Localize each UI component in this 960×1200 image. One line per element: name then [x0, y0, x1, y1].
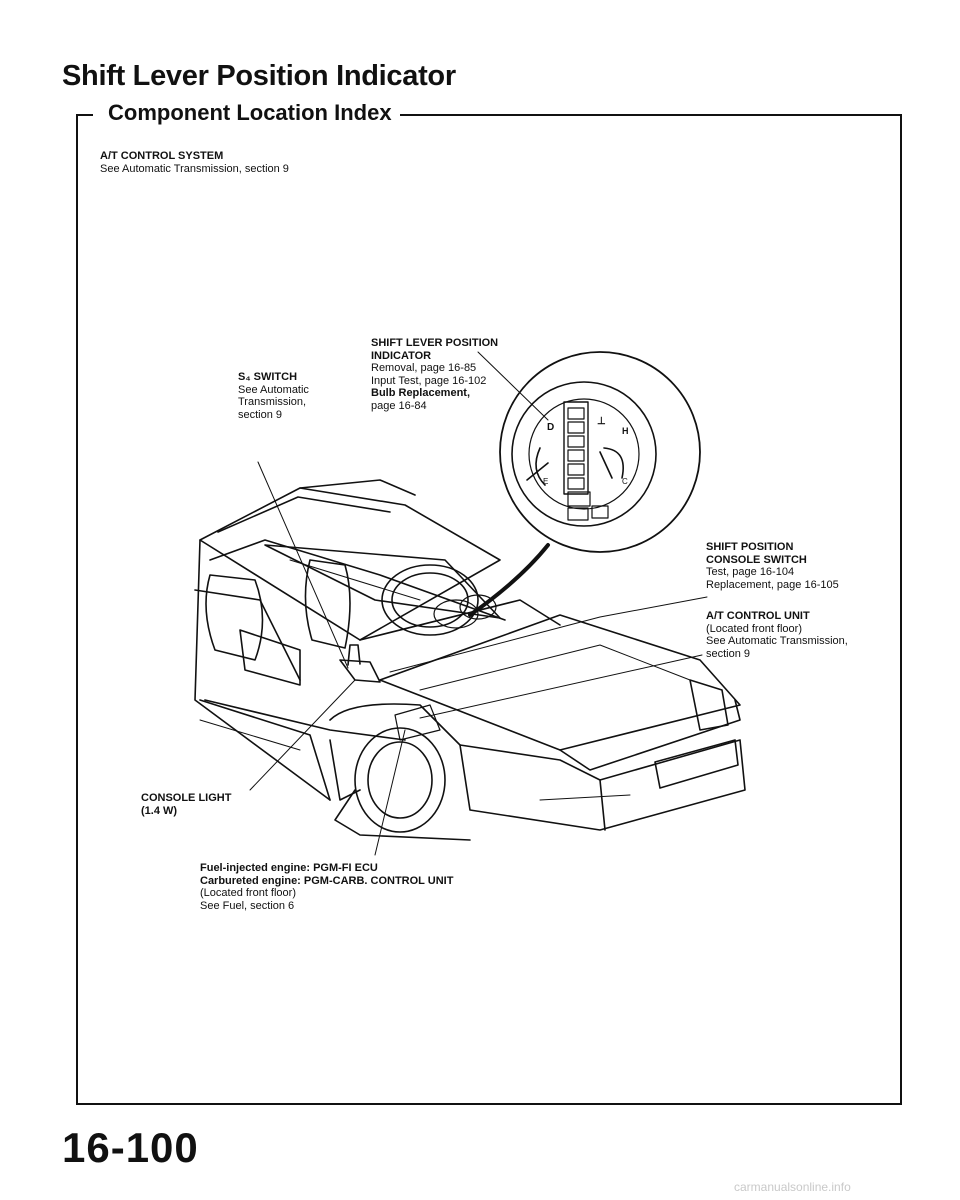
svg-text:E: E: [543, 477, 548, 486]
label-console-light: CONSOLE LIGHT (1.4 W): [141, 792, 232, 817]
watermark: carmanualsonline.info: [734, 1180, 851, 1194]
page-title: Shift Lever Position Indicator: [62, 60, 456, 92]
label-s4-switch: S₄ SWITCH See Automatic Transmission, se…: [238, 371, 309, 421]
svg-text:⊥: ⊥: [597, 416, 606, 427]
section-title: Component Location Index: [100, 100, 400, 126]
figure-frame: [76, 114, 902, 1105]
label-at-control-unit: A/T CONTROL UNIT (Located front floor) S…: [706, 610, 848, 660]
svg-text:H: H: [622, 426, 629, 436]
label-shift-lever-position-indicator: SHIFT LEVER POSITION INDICATOR Removal, …: [371, 337, 499, 412]
page-number: 16-100: [62, 1124, 199, 1171]
label-ecu: Fuel-injected engine: PGM-FI ECU Carbure…: [200, 862, 454, 912]
svg-text:D: D: [547, 422, 554, 433]
label-shift-position-console-switch: SHIFT POSITION CONSOLE SWITCH Test, page…: [706, 541, 839, 591]
svg-text:C: C: [622, 477, 628, 486]
label-at-control-system: A/T CONTROL SYSTEM See Automatic Transmi…: [100, 150, 289, 175]
